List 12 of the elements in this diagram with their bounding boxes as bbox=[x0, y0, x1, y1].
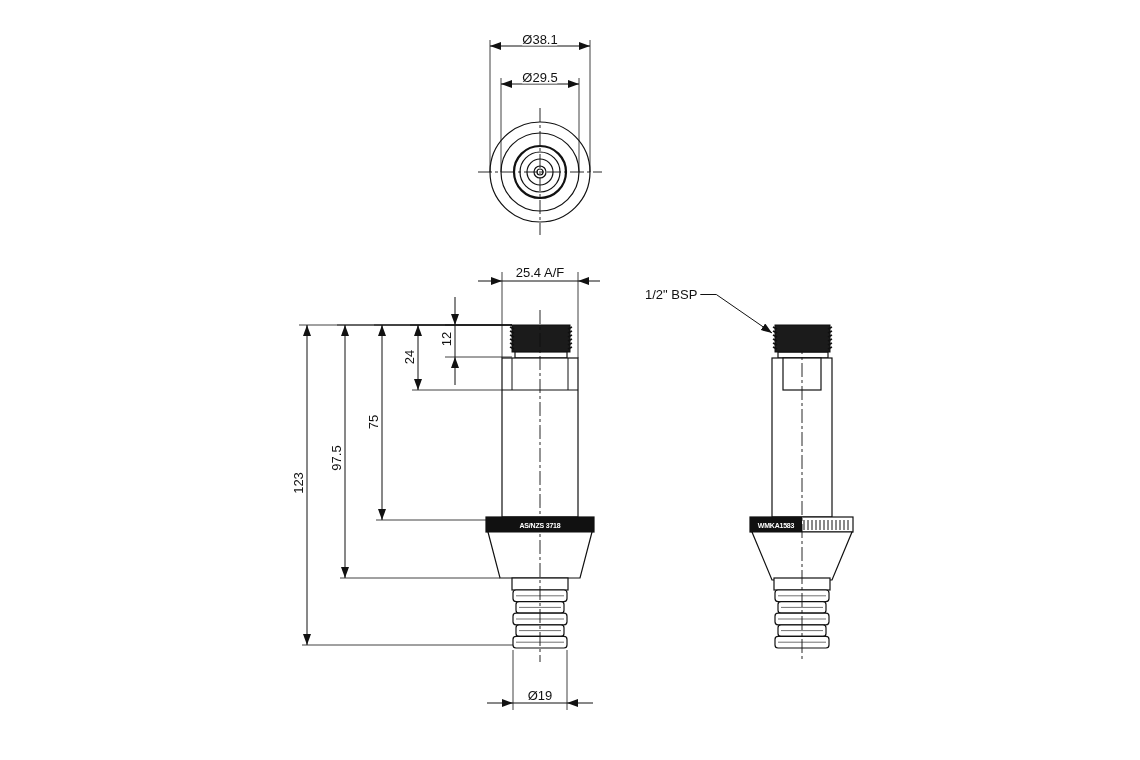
dimension-text: 12 bbox=[439, 331, 453, 347]
dimension-text: 97.5 bbox=[329, 445, 343, 471]
dimension-text: Ø38.1 bbox=[522, 32, 558, 46]
dimension-text: 24 bbox=[402, 349, 416, 365]
leader-line bbox=[699, 294, 773, 334]
dimension-text: 75 bbox=[366, 414, 380, 430]
callout-label: 1/2" BSP bbox=[645, 288, 698, 301]
dimension-text: Ø29.5 bbox=[522, 70, 558, 84]
dimension-text: 123 bbox=[291, 472, 305, 494]
dimension-text: Ø19 bbox=[527, 688, 553, 702]
dimension-text: 25.4 A/F bbox=[515, 265, 565, 279]
thread-drawing bbox=[772, 324, 833, 353]
